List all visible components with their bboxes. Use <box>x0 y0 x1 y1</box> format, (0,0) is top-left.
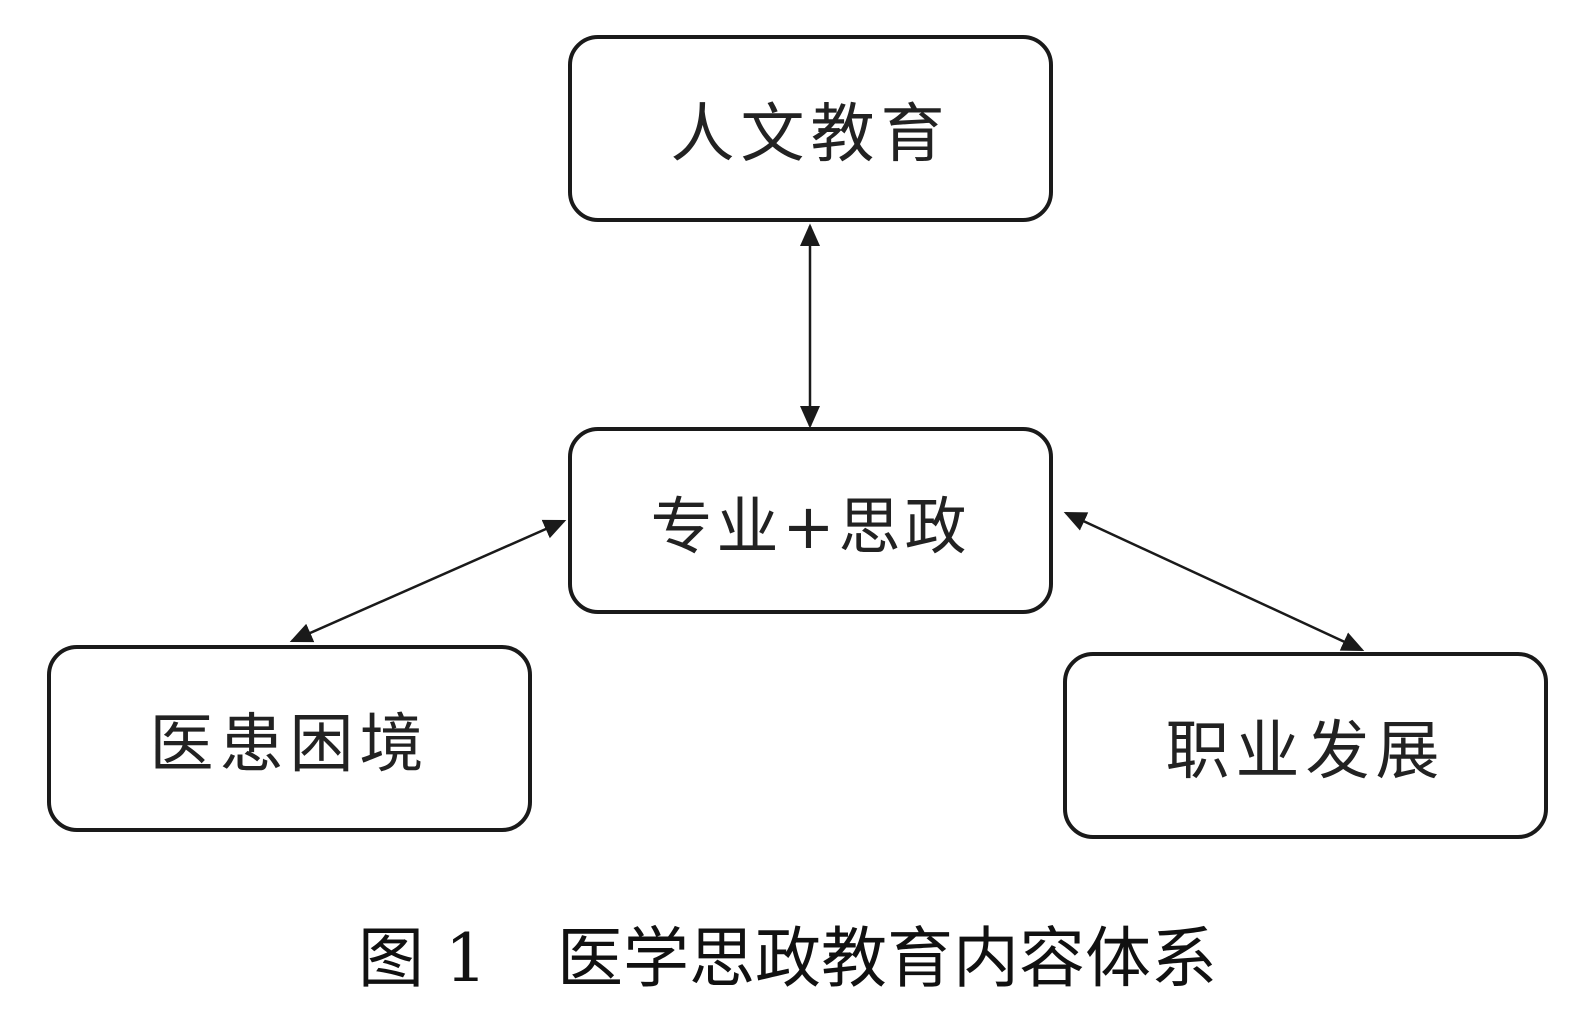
node-career-development: 职业发展 <box>1063 652 1548 839</box>
node-humanities-education: 人文教育 <box>568 35 1053 222</box>
figure-title: 医学思政教育内容体系 <box>556 920 1217 997</box>
figure-caption: 图 1 医学思政教育内容体系 <box>0 905 1575 1001</box>
node-career-development-label: 职业发展 <box>1165 714 1446 789</box>
node-humanities-education-label: 人文教育 <box>670 97 951 172</box>
edge-center-left <box>289 519 567 643</box>
figure-number: 图 1 <box>358 920 487 997</box>
node-professional-ideology-label: 专业+思政 <box>650 489 971 563</box>
node-doctor-patient-dilemma: 医患困境 <box>47 645 532 832</box>
node-professional-ideology: 专业+思政 <box>568 427 1053 614</box>
node-doctor-patient-dilemma-label: 医患困境 <box>149 707 430 782</box>
edge-center-right <box>1063 511 1365 652</box>
